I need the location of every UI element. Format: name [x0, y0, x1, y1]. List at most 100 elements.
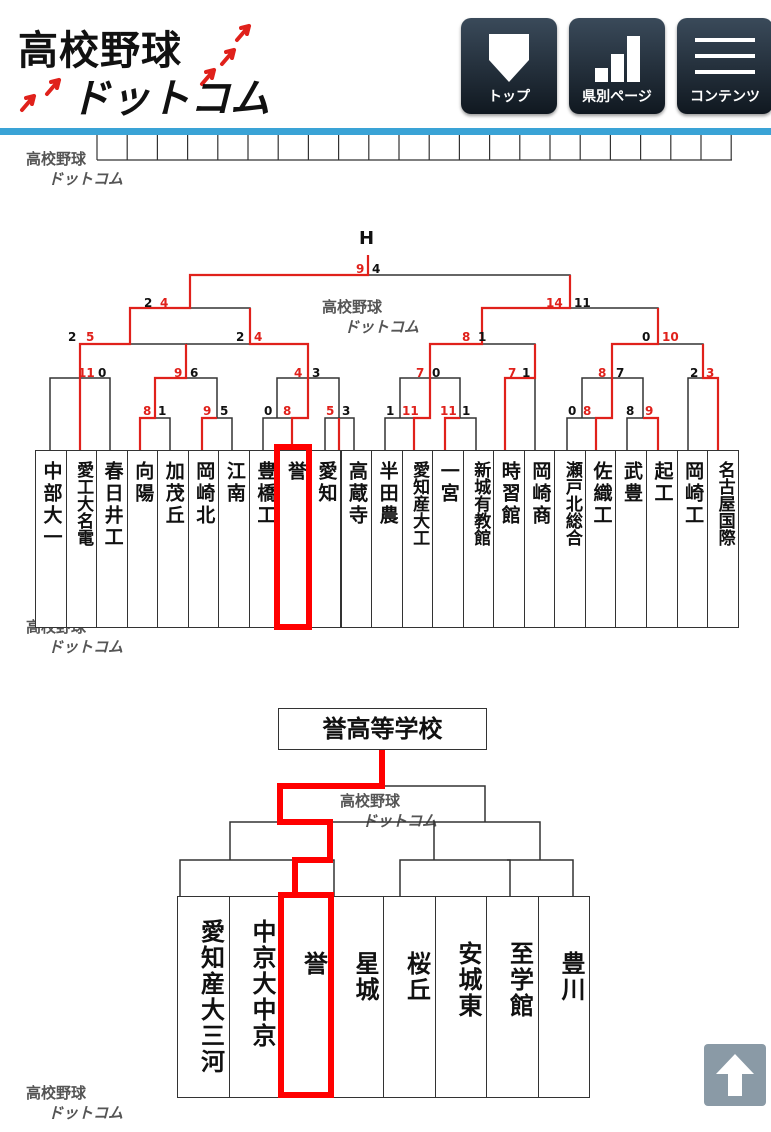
team-cell[interactable]: 中京大中京 [228, 896, 281, 1098]
team-name: 中部大一 [40, 461, 63, 549]
final-label: H [359, 228, 375, 249]
team-name: 豊川 [557, 951, 585, 1003]
logo-text-top: 高校野球 [18, 28, 182, 74]
team-cell[interactable]: 至学館 [486, 896, 539, 1098]
team-cell[interactable]: 一宮 [432, 450, 464, 628]
watermark-line1: 高校野球 [340, 792, 401, 810]
team-name: 安城東 [454, 941, 482, 1019]
team-name: 新城有教館 [470, 461, 491, 546]
match-score: 10 [662, 330, 679, 344]
nav-prefecture-label: 県別ページ [582, 89, 652, 105]
team-cell[interactable]: 名古屋国際 [707, 450, 739, 628]
team-name: 佐織工 [590, 461, 613, 527]
home-plate-icon [489, 34, 529, 82]
team-cell[interactable]: 中部大一 [35, 450, 67, 628]
match-score: 8 [626, 404, 635, 418]
team-name: 加茂丘 [162, 461, 185, 527]
match-score: 2 [68, 330, 77, 344]
team-cell[interactable]: 愛知産大三河 [177, 896, 230, 1098]
match-score: 4 [372, 262, 381, 276]
logo-text-bottom: ドットコム [70, 76, 270, 122]
match-score: 11 [440, 404, 457, 418]
match-score: 7 [416, 366, 425, 380]
scroll-to-top-button[interactable] [704, 1044, 766, 1106]
team-name: 愛知産大工 [409, 461, 430, 546]
watermark-line2: ドットコム [362, 812, 438, 830]
team-cell[interactable]: 誉 [280, 896, 333, 1098]
match-score: 1 [462, 404, 471, 418]
team-cell[interactable]: 星城 [331, 896, 384, 1098]
match-score: 4 [160, 296, 169, 310]
team-cell[interactable]: 豊川 [537, 896, 590, 1098]
team-cell[interactable]: 新城有教館 [462, 450, 495, 628]
team-name: 半田農 [376, 461, 399, 527]
previous-bracket-strip [96, 135, 732, 161]
match-score: 0 [642, 330, 651, 344]
match-score: 14 [546, 296, 563, 310]
team-cell[interactable]: 春日井工 [96, 450, 128, 628]
team-cell[interactable]: 武豊 [615, 450, 647, 628]
team-name: 愛知 [315, 461, 338, 505]
nav-top-label: トップ [488, 89, 530, 105]
team-cell[interactable]: 高蔵寺 [340, 450, 373, 628]
team-cell[interactable]: 江南 [218, 450, 250, 628]
team-cell[interactable]: 起工 [646, 450, 678, 628]
team-cell[interactable]: 愛工大名電 [65, 450, 98, 628]
team-cell[interactable]: 安城東 [434, 896, 487, 1098]
match-score: 2 [144, 296, 153, 310]
match-score: 2 [690, 366, 699, 380]
match-score: 3 [706, 366, 715, 380]
watermark-line2: ドットコム [344, 318, 420, 336]
team-highlight-box [274, 444, 312, 630]
team-cell[interactable]: 岡崎北 [187, 450, 220, 628]
tournament-bracket-lines [49, 255, 720, 450]
team-cell[interactable]: 愛知産大工 [401, 450, 434, 628]
match-score: 9 [356, 262, 365, 276]
team-name: 向陽 [132, 461, 155, 505]
team-name: 愛知産大三河 [196, 919, 225, 1075]
watermark-logo: 高校野球 ドットコム [340, 790, 470, 840]
team-name: 豊橋工 [254, 461, 277, 527]
match-score: 11 [574, 296, 591, 310]
watermark-line1: 高校野球 [26, 150, 87, 168]
team-name: 春日井工 [101, 461, 124, 549]
stairs-chart-icon [595, 36, 640, 82]
match-score: 1 [386, 404, 395, 418]
nav-contents-button[interactable]: コンテンツ [677, 18, 771, 114]
team-cell[interactable]: 岡崎商 [523, 450, 556, 628]
nav-top-button[interactable]: トップ [461, 18, 557, 114]
watermark-line1: 高校野球 [26, 1084, 87, 1102]
team-cell[interactable]: 加茂丘 [157, 450, 189, 628]
match-score: 7 [616, 366, 625, 380]
team-name: 岡崎北 [193, 461, 216, 527]
team-name: 名古屋国際 [714, 461, 735, 546]
team-name: 星城 [351, 951, 379, 1003]
watermark-logo: 高校野球 ドットコム [322, 296, 452, 346]
watermark-line1: 高校野球 [322, 298, 383, 316]
team-highlight-box [278, 892, 334, 1098]
team-cell[interactable]: 桜丘 [383, 896, 436, 1098]
site-logo[interactable]: 高校野球 ドットコム [12, 12, 282, 122]
match-score: 0 [568, 404, 577, 418]
nav-prefecture-button[interactable]: 県別ページ [569, 18, 665, 114]
team-name: 岡崎商 [529, 461, 552, 527]
match-score: 8 [598, 366, 607, 380]
match-score: 8 [583, 404, 592, 418]
team-name: 武豊 [620, 461, 643, 505]
team-cell[interactable]: 佐織工 [584, 450, 617, 628]
match-score: 11 [402, 404, 419, 418]
match-score: 1 [522, 366, 531, 380]
team-name: 起工 [651, 461, 674, 505]
nav-contents-label: コンテンツ [690, 89, 760, 105]
team-cell[interactable]: 半田農 [371, 450, 403, 628]
watermark-line2: ドットコム [48, 1104, 124, 1122]
match-score: 3 [342, 404, 351, 418]
match-score: 5 [326, 404, 335, 418]
team-name: 愛工大名電 [73, 461, 94, 546]
header-accent-bar [0, 128, 771, 135]
team-name: 中京大中京 [248, 919, 276, 1049]
team-name: 桜丘 [402, 951, 431, 1003]
match-score: 6 [190, 366, 199, 380]
match-score: 9 [645, 404, 654, 418]
team-name: 誉 [299, 951, 328, 977]
